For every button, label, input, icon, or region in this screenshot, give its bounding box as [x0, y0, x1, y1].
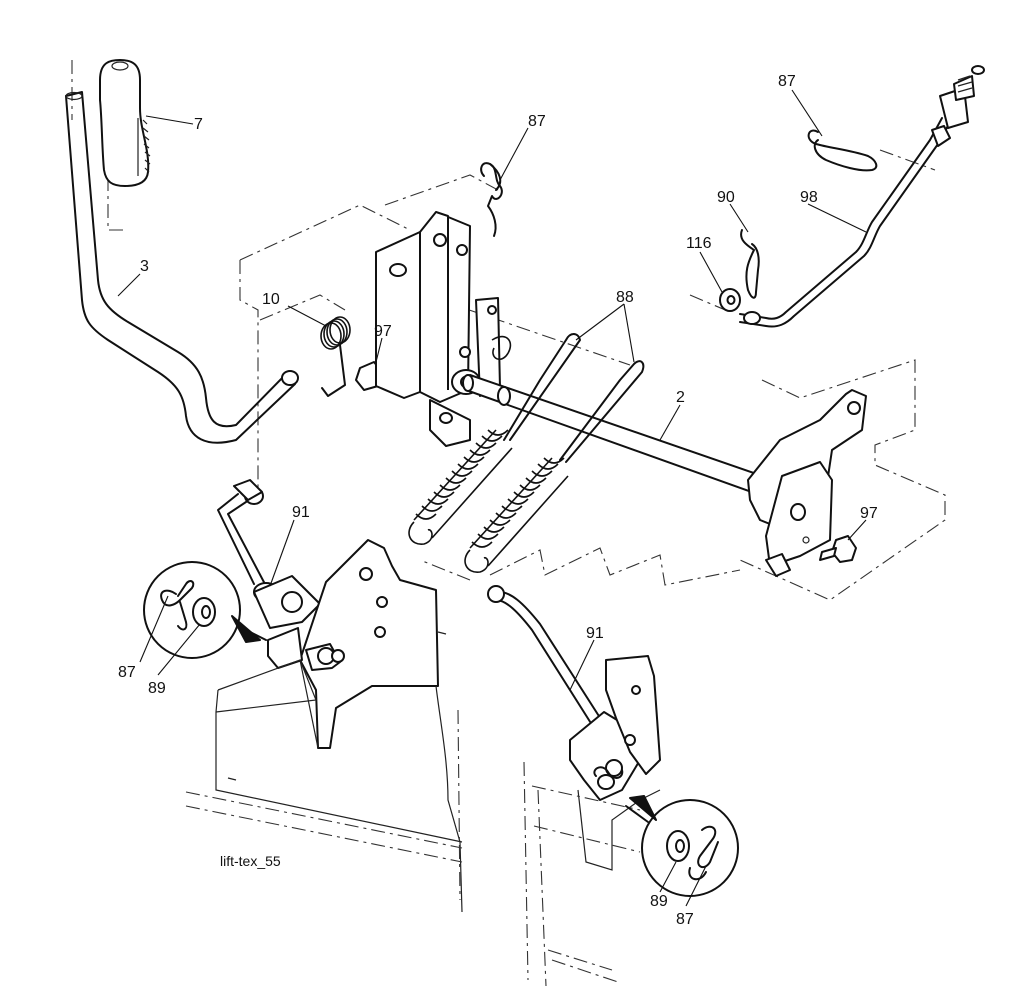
hairpin-clip-part-87-right [807, 129, 878, 172]
callout-89-detail-left: 89 [148, 680, 166, 697]
extension-springs-part-88 [408, 333, 645, 573]
lift-link-rod-part-98 [739, 65, 985, 328]
spring-coil-left [408, 429, 513, 545]
lift-link-part-91-left [217, 479, 321, 629]
callout-90: 90 [717, 189, 735, 206]
detail-callout-left [143, 561, 267, 659]
hairpin-clip-part-90 [740, 229, 760, 299]
callout-116: 116 [686, 235, 712, 252]
callout-97-right: 97 [860, 505, 878, 522]
callout-87-right: 87 [778, 73, 796, 90]
callout-89-detail-right: 89 [650, 893, 668, 910]
callout-88: 88 [616, 289, 634, 306]
callout-91-left: 91 [292, 504, 310, 521]
handle-grip-part-7 [99, 59, 151, 187]
mower-deck-left [185, 659, 463, 913]
callout-98: 98 [800, 189, 818, 206]
deck-hanger-left [267, 539, 447, 749]
torsion-spring-part-10 [320, 316, 351, 397]
lift-handle-rod-part-3 [65, 91, 299, 444]
callout-7: 7 [194, 116, 203, 133]
leader-lines [117, 89, 867, 907]
callout-3: 3 [140, 258, 149, 275]
callout-87-detail-left: 87 [118, 664, 136, 681]
callout-87-top: 87 [528, 113, 546, 130]
callout-2: 2 [676, 389, 685, 406]
mower-deck-right [523, 761, 661, 987]
washer-part-116 [719, 288, 741, 312]
callout-87-detail-right: 87 [676, 911, 694, 928]
callout-97-left: 97 [374, 323, 392, 340]
callout-91-right: 91 [586, 625, 604, 642]
deck-hanger-right [569, 655, 661, 801]
diagram-caption: lift-tex_55 [220, 853, 281, 869]
shoulder-bolt-part-97-right [819, 535, 857, 563]
callout-10: 10 [262, 291, 280, 308]
lift-bracket [375, 211, 512, 447]
callout-labels: 7 3 87 10 97 88 87 90 98 116 2 91 97 87 … [118, 73, 878, 928]
spring-coil-right [464, 457, 569, 573]
detail-callout-right [625, 795, 739, 897]
shaft-arm-bracket [747, 389, 867, 577]
hairpin-clip-part-87-top [480, 162, 503, 237]
